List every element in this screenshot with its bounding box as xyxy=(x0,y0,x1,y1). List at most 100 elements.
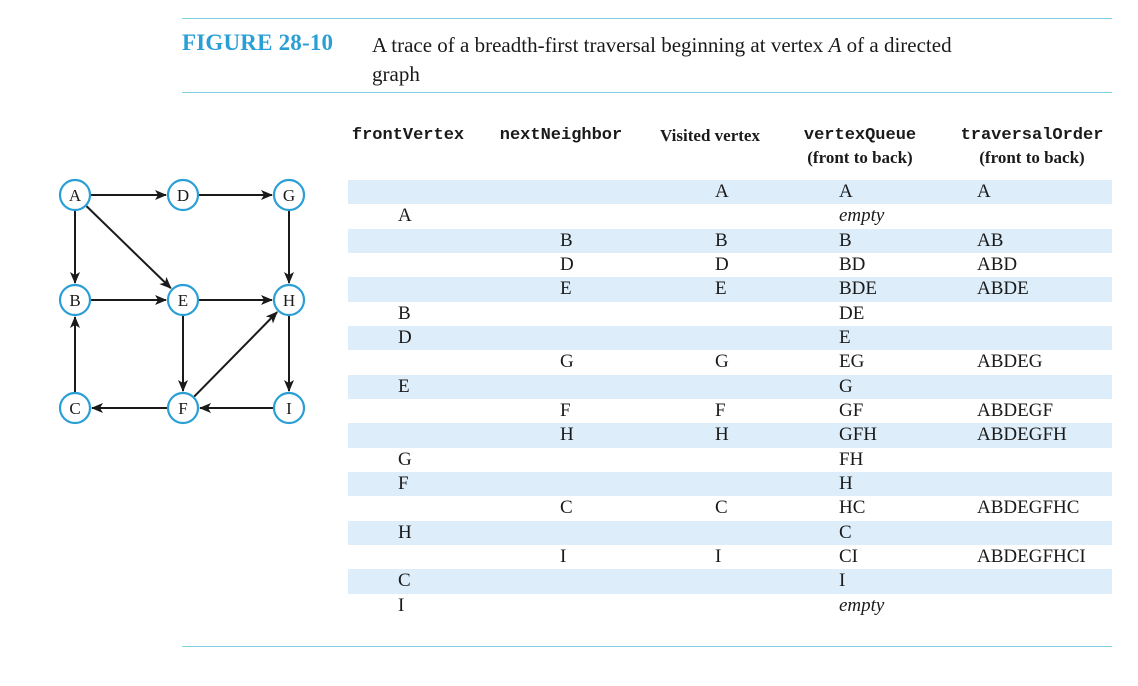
vertex-circle xyxy=(166,283,200,317)
vertex-label: E xyxy=(178,291,188,310)
vertex-d: D xyxy=(166,178,200,212)
cell-order: ABD xyxy=(977,253,1018,275)
vertex-label: A xyxy=(69,186,82,205)
cell-front: A xyxy=(398,205,412,227)
cell-order: ABDEGFHCI xyxy=(977,545,1086,567)
header-vertex-queue-label: vertexQueue xyxy=(803,126,917,145)
header-vertex-queue: vertexQueue (front to back) xyxy=(788,126,932,168)
header-traversal-order-sub: (front to back) xyxy=(979,148,1085,167)
cell-queue: A xyxy=(839,181,853,202)
vertex-label: G xyxy=(283,186,295,205)
vertex-label: C xyxy=(69,399,80,418)
cell-order: ABDE xyxy=(977,278,1029,300)
vertex-circle xyxy=(272,283,306,317)
vertex-circle xyxy=(58,283,92,317)
cell-front: D xyxy=(398,326,412,348)
caption-text-1: A trace of a breadth-first traversal beg… xyxy=(372,33,829,57)
vertex-circle xyxy=(58,391,92,425)
vertex-circle xyxy=(58,178,92,212)
cell-order: A xyxy=(977,181,991,202)
cell-visited: G xyxy=(715,351,729,373)
cell-next: E xyxy=(560,278,572,300)
cell-order: AB xyxy=(977,229,1004,251)
header-next-neighbor-label: nextNeighbor xyxy=(499,126,623,145)
header-traversal-order-label: traversalOrder xyxy=(960,126,1104,145)
cell-queue: H xyxy=(839,472,853,494)
vertex-label: B xyxy=(69,291,80,310)
vertex-e: E xyxy=(166,283,200,317)
figure-label: FIGURE 28-10 xyxy=(182,30,334,55)
vertex-circle xyxy=(272,391,306,425)
caption-vertex: A xyxy=(828,33,842,57)
vertex-h: H xyxy=(272,283,306,317)
cell-visited: I xyxy=(715,545,722,567)
header-vertex-queue-sub: (front to back) xyxy=(807,148,913,167)
vertex-label: H xyxy=(283,291,295,310)
cell-visited: B xyxy=(715,229,728,251)
header-front-vertex: frontVertex xyxy=(344,126,472,145)
bottom-rule xyxy=(182,646,1112,647)
cell-queue: C xyxy=(839,521,852,543)
cell-front: G xyxy=(398,448,412,470)
cell-next: B xyxy=(560,229,573,251)
cell-next: H xyxy=(560,424,574,446)
vertex-circle xyxy=(272,178,306,212)
header-visited-vertex-label: Visited vertex xyxy=(660,126,760,145)
header-front-vertex-label: frontVertex xyxy=(351,126,465,145)
cell-front: E xyxy=(398,375,410,397)
vertex-circle xyxy=(166,178,200,212)
vertex-a: A xyxy=(58,178,92,212)
vertex-label: F xyxy=(178,399,187,418)
cell-front: F xyxy=(398,472,409,494)
cell-front: C xyxy=(398,570,411,592)
cell-queue: E xyxy=(839,326,851,348)
cell-visited: A xyxy=(715,181,729,202)
table-row: E E BDE ABDE xyxy=(348,277,1112,302)
table-row: G FH xyxy=(348,448,1112,472)
cell-visited: E xyxy=(715,278,727,300)
cell-queue: BDE xyxy=(839,278,877,300)
header-next-neighbor: nextNeighbor xyxy=(490,126,632,145)
cell-queue: G xyxy=(839,375,853,397)
cell-front: H xyxy=(398,521,412,543)
cell-visited: C xyxy=(715,497,728,519)
cell-queue: GFH xyxy=(839,424,878,446)
cell-queue: CI xyxy=(839,545,858,567)
cell-queue: I xyxy=(839,570,846,592)
cell-queue: DE xyxy=(839,302,865,324)
vertex-b: B xyxy=(58,283,92,317)
top-rule xyxy=(182,18,1112,19)
cell-order: ABDEGF xyxy=(977,399,1054,421)
cell-next: G xyxy=(560,351,574,373)
caption-rule xyxy=(182,92,1112,93)
cell-order: ABDEGFHC xyxy=(977,497,1080,519)
edge-a-e xyxy=(85,205,172,289)
figure-caption: A trace of a breadth-first traversal beg… xyxy=(372,31,972,89)
cell-queue: empty xyxy=(839,594,885,616)
directed-graph: A D G B E H C F I xyxy=(58,178,306,425)
header-traversal-order: traversalOrder (front to back) xyxy=(950,126,1114,168)
vertex-f: F xyxy=(166,391,200,425)
cell-next: F xyxy=(560,399,571,421)
cell-queue: empty xyxy=(839,205,885,227)
cell-front: B xyxy=(398,302,411,324)
cell-next: I xyxy=(560,545,567,567)
vertex-label: I xyxy=(286,399,292,418)
cell-queue: FH xyxy=(839,448,864,470)
cell-queue: GF xyxy=(839,399,864,421)
vertex-g: G xyxy=(272,178,306,212)
table-row: I I CI ABDEGFHCI xyxy=(348,545,1112,569)
header-visited-vertex: Visited vertex xyxy=(648,126,772,146)
table-row: B DE xyxy=(348,302,1112,326)
cell-queue: HC xyxy=(839,497,866,519)
